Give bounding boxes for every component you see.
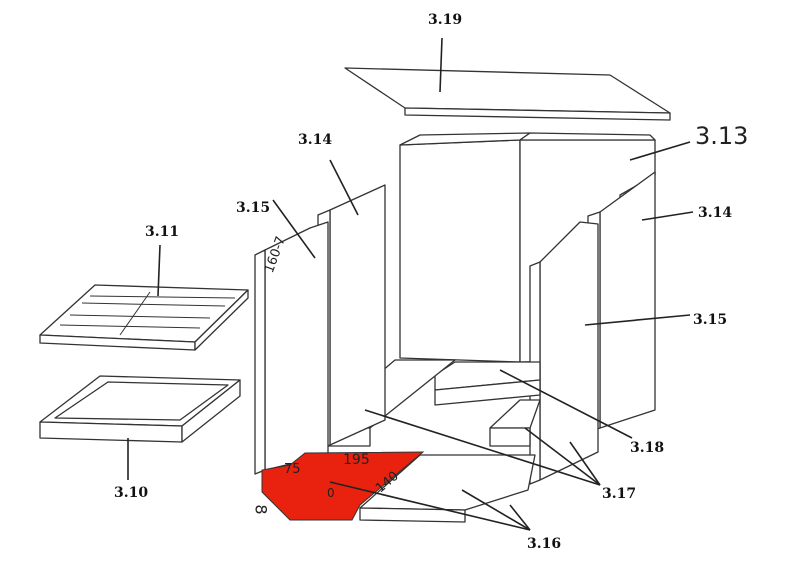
leader-lines bbox=[127, 37, 694, 531]
annotation-floor-c: 75 bbox=[284, 462, 301, 477]
annotation-floor-a: 195 bbox=[343, 452, 370, 468]
part-3-18-bricks bbox=[434, 361, 541, 406]
label-3-13: 3.13 bbox=[695, 122, 749, 150]
label-3-14-right: 3.14 bbox=[698, 205, 733, 221]
highlighted-floor-plate bbox=[261, 451, 425, 521]
annotation-floor-e: 0 bbox=[327, 486, 335, 500]
part-3-10-ash-tray bbox=[39, 375, 241, 443]
label-3-19: 3.19 bbox=[428, 12, 463, 28]
part-3-11-grate bbox=[39, 284, 249, 351]
label-3-15-right: 3.15 bbox=[693, 312, 728, 328]
part-3-15-right-inner bbox=[529, 221, 599, 485]
label-3-11: 3.11 bbox=[145, 224, 180, 240]
label-3-17: 3.17 bbox=[602, 486, 637, 502]
part-3-13-back-wall bbox=[399, 132, 656, 363]
label-3-10: 3.10 bbox=[114, 485, 149, 501]
annotation-floor-d: 8 bbox=[251, 504, 271, 515]
part-3-16-floor bbox=[261, 451, 536, 523]
part-3-19-top-plate bbox=[344, 67, 671, 121]
label-3-15-left: 3.15 bbox=[236, 200, 271, 216]
label-3-16: 3.16 bbox=[527, 536, 562, 552]
part-3-15-left-inner bbox=[254, 221, 329, 475]
label-3-14-left: 3.14 bbox=[298, 132, 333, 148]
label-3-18: 3.18 bbox=[630, 440, 665, 456]
